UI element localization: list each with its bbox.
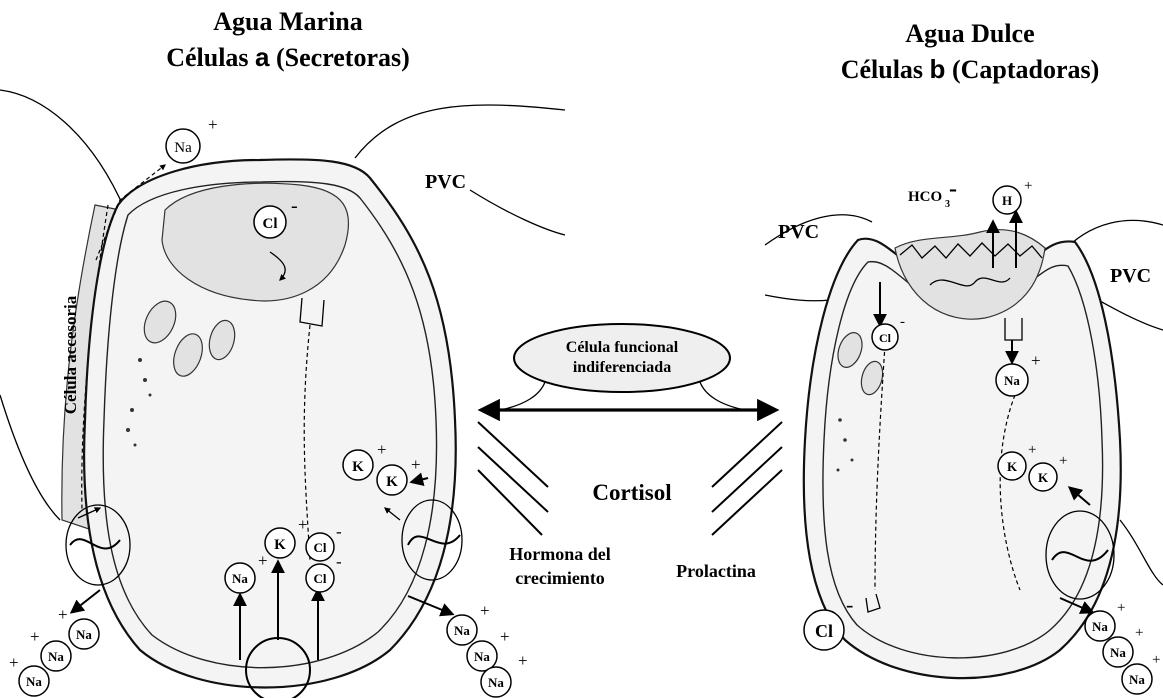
svg-text:Na: Na <box>76 627 92 642</box>
left-title-line2: Células a (Secretoras) <box>166 42 410 72</box>
accessory-cell-label: Célula accesoria <box>61 295 80 414</box>
growth-hormone-line2: crecimiento <box>515 568 605 588</box>
svg-text:-: - <box>900 314 905 330</box>
left-title-line1: Agua Marina <box>213 7 363 36</box>
svg-text:+: + <box>1135 625 1143 641</box>
prolactin-label: Prolactina <box>676 561 756 581</box>
undifferentiated-cell-ellipse <box>514 324 730 392</box>
svg-text:+: + <box>480 601 490 620</box>
svg-text:+: + <box>298 515 308 534</box>
ellipse-connector-right <box>700 382 745 410</box>
svg-text:HCO: HCO <box>908 189 942 205</box>
center-hormone-control: Célula funcional indiferenciada Cortisol… <box>478 324 782 588</box>
undifferentiated-line2: indiferenciada <box>573 359 671 376</box>
cortisol-right-arrow <box>712 422 782 535</box>
ion-hco3: HCO 3 - <box>908 176 957 210</box>
na-exit-left-arrow <box>72 590 100 612</box>
svg-text:-: - <box>336 552 342 571</box>
undifferentiated-line1: Célula funcional <box>566 339 679 356</box>
svg-text:-: - <box>846 592 853 617</box>
freshwater-cell: PVC PVC HCO 3 - H + Cl - Na + K + <box>765 176 1163 694</box>
right-title-line2: Células b (Captadoras) <box>841 54 1100 84</box>
growth-hormone-line1: Hormona del <box>509 544 611 564</box>
neighbor-outline-left-mid <box>765 295 830 301</box>
svg-text:+: + <box>411 455 421 474</box>
right-title-line1: Agua Dulce <box>905 19 1034 48</box>
svg-text:+: + <box>1031 351 1041 370</box>
svg-text:K: K <box>386 474 398 490</box>
svg-text:+: + <box>9 653 19 672</box>
svg-text:H: H <box>1002 193 1012 208</box>
svg-text:-: - <box>949 176 957 202</box>
neighbor-outline-top-left <box>0 90 125 210</box>
svg-text:+: + <box>58 605 68 624</box>
svg-text:+: + <box>1152 652 1160 668</box>
svg-text:+: + <box>1028 442 1036 458</box>
svg-text:+: + <box>500 627 510 646</box>
seawater-cell: PVC Célula accesoria Na + Cl - K + K + K… <box>0 90 565 698</box>
svg-text:Cl: Cl <box>879 331 892 345</box>
svg-text:K: K <box>1007 459 1018 474</box>
svg-text:K: K <box>274 537 286 553</box>
ion-na-apical: Na + <box>166 115 218 163</box>
svg-text:Na: Na <box>1004 373 1020 388</box>
svg-text:+: + <box>377 440 387 459</box>
ion-na-left-2: Na + <box>30 627 71 671</box>
svg-text:Na: Na <box>1129 672 1145 687</box>
svg-text:Na: Na <box>48 649 64 664</box>
neighbor-outline-left <box>0 395 60 520</box>
ion-na-right-1: Na + <box>447 601 490 645</box>
svg-text:+: + <box>208 115 218 134</box>
svg-text:Na: Na <box>174 140 192 156</box>
pvc-label-right-right: PVC <box>1110 265 1151 287</box>
svg-text:Na: Na <box>488 675 504 690</box>
svg-text:Na: Na <box>1092 619 1108 634</box>
svg-text:+: + <box>518 651 528 670</box>
svg-text:+: + <box>30 627 40 646</box>
svg-text:Cl: Cl <box>815 621 833 641</box>
neighbor-outline-right <box>470 190 565 235</box>
ion-h: H + <box>993 178 1032 214</box>
ellipse-connector-left <box>500 382 545 410</box>
svg-text:K: K <box>1038 470 1049 485</box>
svg-text:Na: Na <box>26 674 42 689</box>
left-title: Agua Marina Células a (Secretoras) <box>166 7 410 72</box>
neighbor-outline-right-bottom <box>1120 520 1163 585</box>
svg-text:Na: Na <box>454 623 470 638</box>
svg-text:+: + <box>258 551 268 570</box>
right-title: Agua Dulce Células b (Captadoras) <box>841 19 1100 84</box>
svg-text:+: + <box>1059 453 1067 469</box>
svg-text:-: - <box>291 195 298 217</box>
neighbor-outline-top-right <box>355 105 565 158</box>
svg-text:Na: Na <box>474 649 490 664</box>
cortisol-label: Cortisol <box>592 480 671 505</box>
svg-text:Na: Na <box>232 571 248 586</box>
svg-text:+: + <box>1117 600 1125 616</box>
svg-text:Cl: Cl <box>263 216 278 232</box>
pvc-label-left-panel: PVC <box>425 171 466 193</box>
svg-text:+: + <box>1024 178 1032 194</box>
svg-text:-: - <box>336 522 342 541</box>
cortisol-left-arrow <box>478 422 548 535</box>
pvc-label-right-left: PVC <box>778 221 819 243</box>
svg-text:Cl: Cl <box>314 540 327 555</box>
svg-text:Cl: Cl <box>314 571 327 586</box>
svg-text:Na: Na <box>1110 645 1126 660</box>
ion-na-left-1: Na + <box>58 605 99 649</box>
svg-text:K: K <box>352 459 364 475</box>
